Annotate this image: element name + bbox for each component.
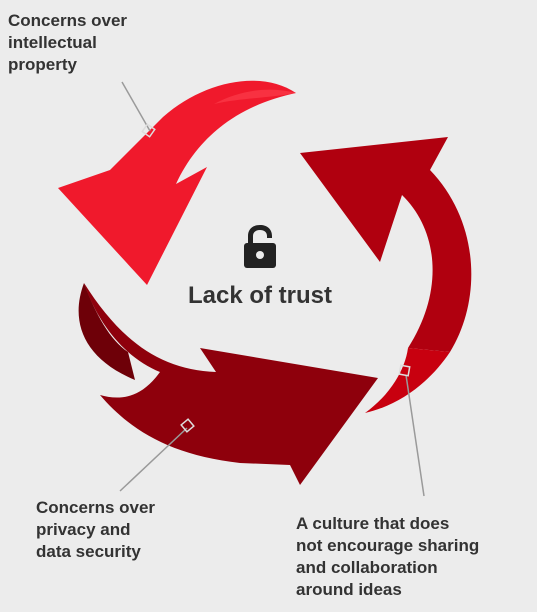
center-title: Lack of trust xyxy=(187,282,333,309)
marker-privacy xyxy=(180,418,195,433)
arrow-intellectual-property xyxy=(58,80,296,286)
arrow-tail-highlight-intellectual-property xyxy=(214,89,296,104)
marker-culture xyxy=(398,364,411,377)
callout-privacy-data-security: Concerns over privacy and data security xyxy=(36,498,156,561)
leader-intellectual-property xyxy=(121,81,156,138)
arrow-tail-privacy xyxy=(78,283,135,380)
marker-intellectual-property xyxy=(141,123,156,138)
arrow-body-privacy xyxy=(84,283,378,485)
leader-privacy xyxy=(119,418,195,492)
arrow-privacy xyxy=(78,283,378,485)
callout-intellectual-property: Concerns over intellectual property xyxy=(8,11,128,74)
leader-culture xyxy=(398,364,425,497)
arrow-head-culture xyxy=(300,137,472,352)
arrow-tail-intellectual-property xyxy=(58,80,296,286)
unlocked-padlock-icon xyxy=(244,225,276,268)
callout-culture-sharing: A culture that does not encourage sharin… xyxy=(296,514,480,599)
